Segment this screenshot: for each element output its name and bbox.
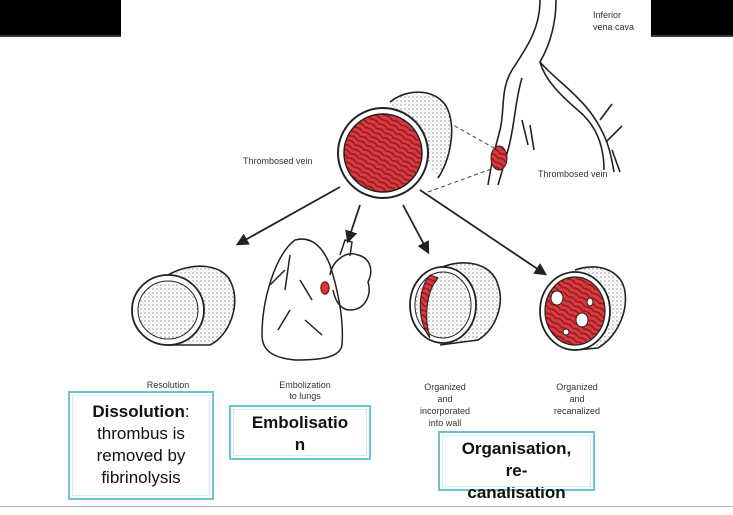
organized-incorporated-vessel (409, 262, 502, 346)
label-ivc-2: vena cava (593, 22, 634, 32)
figure-panel (121, 0, 651, 430)
caption-embolisation-line-1: Embolisatio (251, 413, 349, 432)
ivc-thrombus (490, 145, 508, 171)
caption-dissolution-colon: : (184, 402, 190, 421)
caption-organisation: Organisation, re- canalisation (438, 431, 595, 502)
label-thrombosed-vein-left: Thrombosed vein (243, 156, 313, 166)
caption-dissolution: Dissolution: thrombus is removed by fibr… (68, 391, 214, 500)
caption-dissolution-line-3: fibrinolysis (101, 468, 181, 487)
label-ivc-1: Inferior (593, 10, 621, 20)
caption-organisation-line-2: re- (505, 461, 528, 480)
label-organized-incorporated-4: into wall (429, 418, 462, 428)
lung-heart (261, 238, 372, 361)
label-organized-recanalized-2: and (569, 394, 584, 404)
caption-embolisation-line-2: n (294, 435, 306, 454)
caption-organisation-line-3: canalisation (467, 483, 566, 502)
label-resolution: Resolution (147, 380, 190, 390)
label-organized-incorporated-3: incorporated (420, 406, 470, 416)
label-embolization-2: to lungs (289, 391, 321, 401)
projection-lines (427, 111, 495, 193)
label-organized-recanalized-3: recanalized (554, 406, 600, 416)
organized-recanalized-vessel (539, 266, 627, 351)
label-thrombosed-vein-right: Thrombosed vein (538, 169, 608, 179)
ivc-vessel (487, 0, 623, 186)
caption-dissolution-line-1: thrombus is (97, 424, 185, 443)
bottom-divider (0, 506, 733, 507)
caption-organisation-line-1: Organisation, (461, 439, 572, 458)
label-organized-recanalized-1: Organized (556, 382, 598, 392)
caption-embolisation: Embolisatio n (229, 405, 371, 460)
resolution-vessel (131, 265, 236, 346)
caption-dissolution-title: Dissolution (92, 402, 185, 421)
caption-dissolution-line-2: removed by (96, 446, 186, 465)
label-organized-incorporated-1: Organized (424, 382, 466, 392)
central-vein (337, 91, 453, 199)
label-embolization-1: Embolization (279, 380, 331, 390)
outcome-arrows (235, 186, 548, 276)
label-organized-incorporated-2: and (437, 394, 452, 404)
